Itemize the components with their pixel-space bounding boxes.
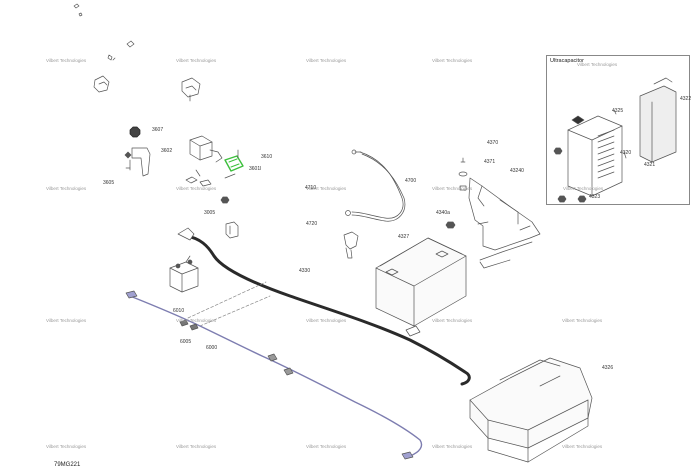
watermark: Vilbert Technologies [432,444,473,449]
part-label-3610: 3610 [261,154,273,160]
top-fasteners [73,3,135,61]
part-label-6010: 6010 [173,308,185,314]
battery-4327 [375,237,467,327]
part-label-4370: 4370 [487,140,499,146]
watermark: Vilbert Technologies [46,318,87,323]
cover-4326 [469,357,593,463]
part-label-6005: 6005 [180,339,192,345]
watermark: Vilbert Technologies [563,186,604,191]
watermark: Vilbert Technologies [577,62,618,67]
part-label-4322: 4322 [680,96,691,102]
part-label-3602: 3602 [161,148,173,154]
nut-3607 [129,126,141,138]
bolt-3005 [220,196,230,204]
clip-assembly [93,75,201,102]
connector-4720 [225,221,239,239]
terminal-4700 [343,231,359,259]
ultracapacitor-inset: Ultracapacitor Vilbert Technologies Vilb… [546,55,690,205]
part-label-4321: 4321 [644,162,656,168]
hardware-4370 [445,157,468,229]
watermark: Vilbert Technologies [306,318,347,323]
bracket-3602 [124,147,151,177]
part-label-4371: 4371 [484,159,496,165]
watermark: Vilbert Technologies [46,58,87,63]
part-label-4340a: 4340a [436,210,450,216]
watermark: Vilbert Technologies [432,186,473,191]
solenoid [169,255,199,293]
guide-lines [187,281,271,327]
watermark: Vilbert Technologies [46,444,87,449]
part-label-43240: 43240 [510,168,524,174]
part-label-3605: 3605 [103,180,115,186]
bracket-43240 [468,177,541,269]
watermark: Vilbert Technologies [562,444,603,449]
part-label-4700: 4700 [405,178,417,184]
watermark: Vilbert Technologies [306,186,347,191]
part-label-4327: 4327 [398,234,410,240]
part-label-4323: 4323 [589,194,601,200]
watermark: Vilbert Technologies [176,186,217,191]
ultracapacitor-module [553,77,677,203]
wire-harness-6000 [125,290,423,460]
part-label-3607: 3607 [152,127,164,133]
watermark: Vilbert Technologies [562,318,603,323]
watermark: Vilbert Technologies [432,58,473,63]
inset-title: Ultracapacitor [550,58,584,64]
part-label-4720: 4720 [306,221,318,227]
battery-cable-4710 [345,149,406,222]
harness-4330 [177,227,471,386]
watermark: Vilbert Technologies [46,186,87,191]
watermark: Vilbert Technologies [176,318,217,323]
part-label-4325: 4325 [612,108,624,114]
watermark: Vilbert Technologies [176,58,217,63]
watermark: Vilbert Technologies [306,444,347,449]
part-label-4320: 4320 [620,150,632,156]
watermark: Vilbert Technologies [432,318,473,323]
relay-group [185,135,236,187]
highlighted-part-3601 [224,149,244,172]
part-label-4330: 4330 [299,268,311,274]
watermark: Vilbert Technologies [176,444,217,449]
part-label-6000: 6000 [206,345,218,351]
part-label-3005: 3005 [204,210,216,216]
part-label-4710: 4710 [305,185,317,191]
part-label-3601: 3601l [249,166,262,172]
figure-id: 79MG221 [54,462,81,468]
watermark: Vilbert Technologies [306,58,347,63]
part-label-4326: 4326 [602,365,614,371]
